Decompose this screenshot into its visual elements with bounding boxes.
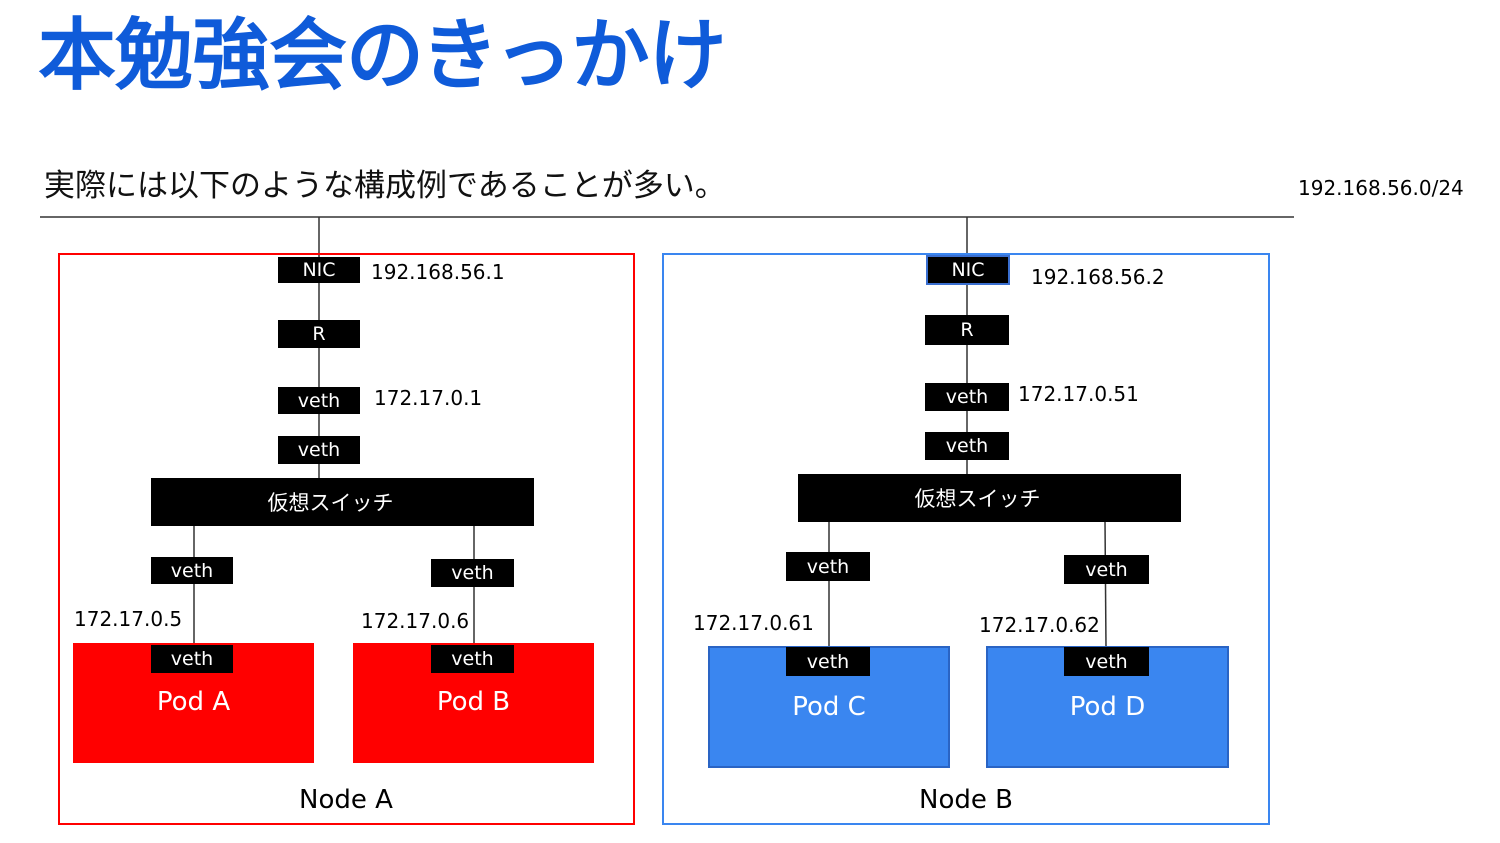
node-b-pod-d-ip: 172.17.0.62 [979, 613, 1100, 637]
node-a-label: Node A [299, 785, 393, 815]
pod-c-veth: veth [786, 647, 870, 676]
node-a-veth-host: veth [278, 387, 360, 414]
node-a-veth-host-ip: 172.17.0.1 [374, 386, 483, 410]
node-b-pod-d-veth: veth [1064, 555, 1149, 584]
node-b-nic: NIC [926, 255, 1010, 285]
node-b-right-branch-wire [1104, 520, 1107, 648]
pod-d-label: Pod D [1069, 692, 1146, 722]
node-a-router: R [278, 320, 360, 348]
node-b-nic-ip: 192.168.56.2 [1031, 265, 1165, 289]
pod-d-veth: veth [1064, 647, 1149, 676]
pod-c-label: Pod C [792, 692, 866, 722]
node-b-label: Node B [919, 785, 1013, 815]
pod-b-label: Pod B [436, 687, 511, 717]
node-a-virtual-switch: 仮想スイッチ [151, 478, 534, 526]
node-b-veth-host-ip: 172.17.0.51 [1018, 382, 1139, 406]
node-a-nic-ip: 192.168.56.1 [371, 260, 505, 284]
node-b-veth-host: veth [925, 383, 1009, 411]
node-b-pod-c-ip: 172.17.0.61 [693, 611, 814, 635]
node-a-pod-b-veth: veth [431, 559, 514, 587]
node-b-router: R [925, 315, 1009, 345]
node-b-veth-bridge: veth [925, 432, 1009, 460]
pod-b-veth: veth [431, 645, 514, 673]
subnet-label: 192.168.56.0/24 [1298, 176, 1464, 200]
node-a-pod-a-ip: 172.17.0.5 [74, 607, 183, 631]
node-a-frame [58, 253, 635, 825]
node-a-nic: NIC [278, 257, 360, 283]
node-b-virtual-switch: 仮想スイッチ [798, 474, 1181, 522]
node-b-pod-c-veth: veth [786, 552, 870, 581]
pod-a-veth: veth [151, 645, 233, 673]
node-a-pod-b-ip: 172.17.0.6 [361, 609, 470, 633]
node-a-veth-bridge: veth [278, 436, 360, 464]
page-title: 本勉強会のきっかけ [38, 11, 727, 101]
node-a-pod-a-veth: veth [151, 557, 233, 584]
page-subtitle: 実際には以下のような構成例であることが多い。 [44, 168, 726, 204]
pod-a-label: Pod A [156, 687, 231, 717]
node-b-frame [662, 253, 1270, 825]
